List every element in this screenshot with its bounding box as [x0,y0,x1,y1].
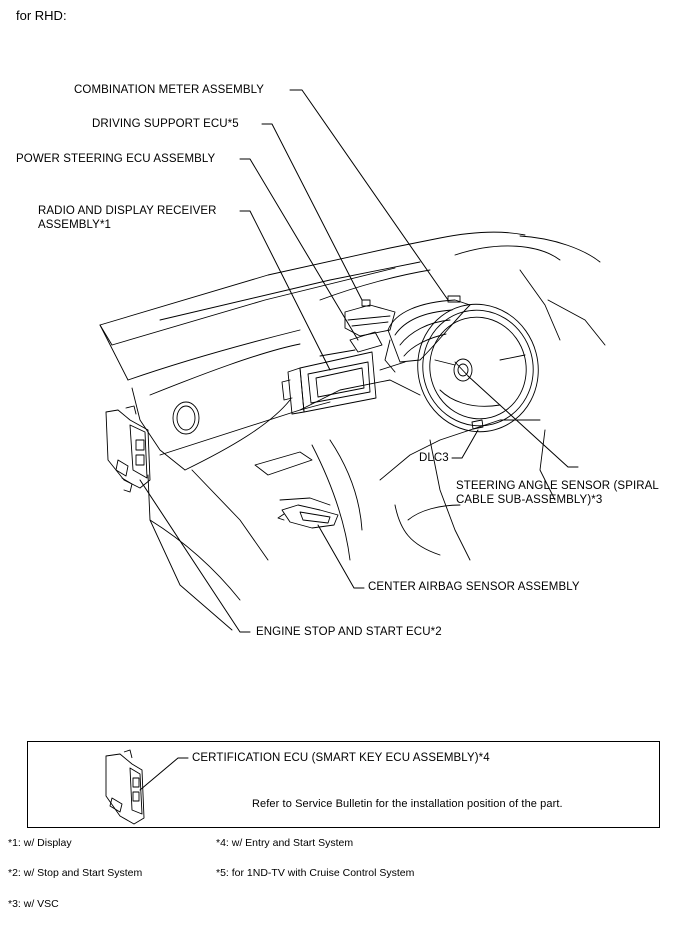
service-bulletin-note: Refer to Service Bulletin for the instal… [252,798,563,810]
footnote-1: *1: w/ Display [8,837,72,849]
steering-wheel [417,303,539,433]
label-certification-ecu: CERTIFICATION ECU (SMART KEY ECU ASSEMBL… [192,752,490,764]
label-steering-angle-line2: CABLE SUB-ASSEMBLY)*3 [456,494,603,506]
certification-ecu-inset: CERTIFICATION ECU (SMART KEY ECU ASSEMBL… [27,741,660,828]
engine-stop-start-ecu [105,405,151,493]
label-radio-line2: ASSEMBLY*1 [38,219,112,231]
footnote-4: *4: w/ Entry and Start System [216,837,354,849]
certification-ecu-icon [105,749,145,825]
footnote-3: *3: w/ VSC [8,898,59,910]
label-center-airbag-sensor: CENTER AIRBAG SENSOR ASSEMBLY [368,581,580,593]
label-driving-support-ecu: DRIVING SUPPORT ECU*5 [92,118,239,130]
dlc3-connector [471,419,484,430]
dashboard-outline [99,231,606,631]
label-combination-meter: COMBINATION METER ASSEMBLY [74,84,265,96]
page-header: for RHD: [16,8,67,23]
footnote-2: *2: w/ Stop and Start System [8,867,143,879]
label-steering-angle-line1: STEERING ANGLE SENSOR (SPIRAL [456,480,659,492]
radio-display-receiver [281,349,377,415]
label-power-steering-ecu: POWER STEERING ECU ASSEMBLY [16,153,216,165]
footnote-5: *5: for 1ND-TV with Cruise Control Syste… [216,867,415,879]
label-engine-stop-start-ecu: ENGINE STOP AND START ECU*2 [256,626,442,638]
leader-lines [139,89,579,791]
center-airbag-sensor [277,504,339,529]
label-radio-line1: RADIO AND DISPLAY RECEIVER [38,205,217,217]
driving-support-ecu [344,299,396,353]
combination-meter [384,295,471,373]
label-dlc3: DLC3 [419,452,449,464]
